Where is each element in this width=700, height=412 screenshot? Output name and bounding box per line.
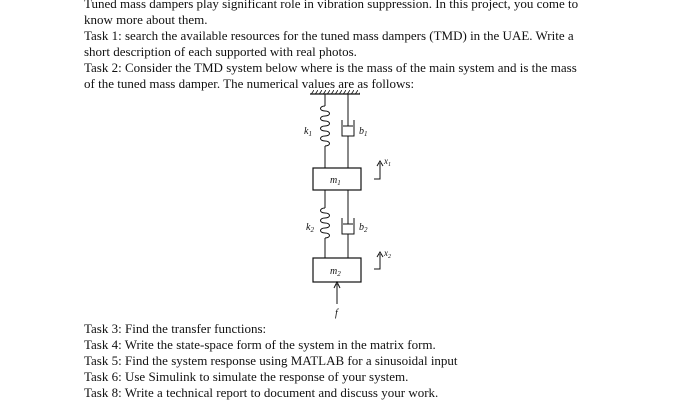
- spring-k2: [320, 190, 330, 258]
- label-force: f: [335, 308, 339, 319]
- intro-line-2: know more about them.: [84, 12, 208, 27]
- label-b1: b1: [359, 126, 368, 138]
- label-x2: x2: [383, 248, 391, 260]
- task6-line: Task 6: Use Simulink to simulate the res…: [84, 369, 409, 384]
- mass-m2-block: [312, 257, 362, 283]
- mass-m1-block: [312, 167, 362, 191]
- task2-line-2: of the tuned mass damper. The numerical …: [84, 76, 415, 91]
- ground-support: [310, 90, 360, 95]
- label-m1: m1: [330, 175, 341, 187]
- label-k1: k1: [304, 126, 312, 138]
- intro-line-1: Tuned mass dampers play significant role…: [84, 0, 579, 11]
- task5-line: Task 5: Find the system response using M…: [84, 353, 458, 368]
- damper-b1: [341, 94, 355, 168]
- task8-line: Task 8: Write a technical report to docu…: [84, 385, 439, 400]
- damper-b2: [341, 190, 355, 258]
- label-k2: k2: [306, 222, 314, 234]
- x1-arrow: [374, 160, 384, 180]
- task3-line: Task 3: Find the transfer functions:: [84, 321, 267, 336]
- task4-line: Task 4: Write the state-space form of th…: [84, 337, 436, 352]
- spring-k1: [320, 94, 330, 168]
- task1-line-1: Task 1: search the available resources f…: [84, 28, 574, 43]
- label-m2: m2: [330, 266, 341, 278]
- force-arrow: [333, 280, 341, 304]
- tmd-diagram: k1 b1 m1 x1 k2 b2 m2 x2 f: [304, 90, 391, 319]
- x2-arrow: [374, 251, 384, 270]
- task1-line-2: short description of each supported with…: [84, 44, 357, 59]
- task2-line-1: Task 2: Consider the TMD system below wh…: [84, 60, 577, 75]
- label-x1: x1: [383, 156, 391, 168]
- label-b2: b2: [359, 222, 368, 234]
